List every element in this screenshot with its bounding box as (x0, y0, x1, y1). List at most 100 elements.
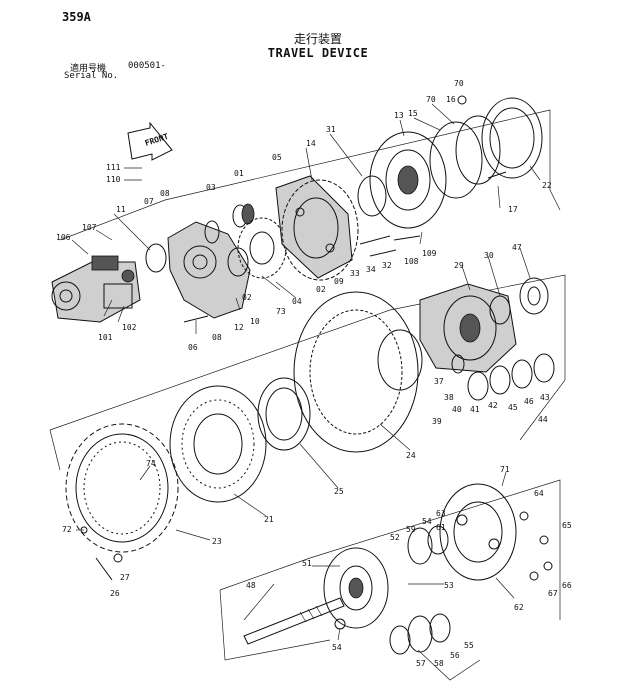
label-70b: 70 (454, 79, 464, 88)
label-12: 12 (234, 323, 244, 332)
label-101: 101 (98, 333, 113, 342)
serial-range: 000501- (128, 61, 166, 71)
label-106: 106 (56, 233, 71, 242)
label-03: 03 (206, 183, 216, 192)
label-26: 26 (110, 589, 120, 598)
label-72: 72 (62, 525, 72, 534)
front-arrow: FRONT (127, 121, 173, 161)
label-111: 111 (106, 163, 121, 172)
serial-label-japanese: 適用号機 (70, 64, 107, 74)
label-23: 23 (212, 537, 222, 546)
label-53: 53 (444, 581, 454, 590)
label-32: 32 (382, 261, 392, 270)
plug-17 (487, 171, 507, 179)
label-08: 08 (160, 189, 170, 198)
label-46: 46 (524, 397, 534, 406)
label-13: 13 (394, 111, 404, 120)
label-73: 73 (276, 307, 286, 316)
label-74: 74 (146, 459, 156, 468)
label-47: 47 (512, 243, 522, 252)
label-34: 34 (366, 265, 376, 274)
label-110: 110 (106, 175, 121, 184)
label-40: 40 (452, 405, 462, 414)
bearing-25 (257, 377, 311, 451)
label-38: 38 (444, 393, 454, 402)
label-27: 27 (120, 573, 130, 582)
label-16: 16 (446, 95, 456, 104)
label-48: 48 (246, 581, 256, 590)
bolt-06 (183, 315, 209, 323)
label-102: 102 (122, 323, 137, 332)
label-10: 10 (250, 317, 260, 326)
label-63: 63 (436, 509, 446, 518)
travel-motor (51, 255, 141, 323)
part-number-labels: 111 110 11 107 106 102 101 07 08 03 01 0… (56, 79, 572, 668)
label-67: 67 (548, 589, 558, 598)
label-57: 57 (416, 659, 426, 668)
carrier-plate (275, 175, 353, 279)
label-70: 70 (426, 95, 436, 104)
assembly-frame-lines (49, 109, 566, 661)
label-37: 37 (434, 377, 444, 386)
label-31: 31 (326, 125, 336, 134)
label-54b: 54 (332, 643, 342, 652)
label-33: 33 (350, 269, 360, 278)
label-04: 04 (292, 297, 302, 306)
label-08b: 08 (212, 333, 222, 342)
bearing-31 (357, 175, 387, 217)
label-51: 51 (302, 559, 312, 568)
label-54: 54 (422, 517, 432, 526)
title-english: TRAVEL DEVICE (267, 46, 369, 60)
pin-assembly (359, 235, 421, 257)
label-39: 39 (432, 417, 442, 426)
o-ring-11 (145, 243, 167, 273)
label-24: 24 (406, 451, 416, 460)
label-07: 07 (144, 197, 154, 206)
flange-21 (169, 385, 267, 503)
label-41: 41 (470, 405, 480, 414)
label-56: 56 (450, 651, 460, 660)
ring-gear-24 (293, 291, 423, 453)
plug-64 (519, 511, 529, 521)
ring-15 (429, 121, 483, 199)
sprocket-23 (65, 423, 179, 553)
label-15: 15 (408, 109, 418, 118)
bolt-65 (539, 535, 549, 545)
label-21: 21 (264, 515, 274, 524)
label-09: 09 (334, 277, 344, 286)
label-17: 17 (508, 205, 518, 214)
label-55: 55 (464, 641, 474, 650)
label-29: 29 (454, 261, 464, 270)
label-107: 107 (82, 223, 97, 232)
serial-label-english: Serial No. (64, 71, 119, 81)
gear-09 (281, 179, 359, 281)
nut-67 (529, 571, 539, 581)
label-43: 43 (540, 393, 550, 402)
leader-lines (71, 103, 541, 681)
housing-29 (419, 283, 517, 373)
planet-gear-assembly-lower (407, 525, 449, 565)
label-64: 64 (534, 489, 544, 498)
sun-gear-51 (323, 547, 389, 629)
label-71: 71 (500, 465, 510, 474)
label-30: 30 (484, 251, 494, 260)
label-52: 52 (390, 533, 400, 542)
label-11: 11 (116, 205, 126, 214)
ring-54 (334, 618, 346, 630)
label-22: 22 (542, 181, 552, 190)
label-44: 44 (538, 415, 548, 424)
title-japanese: 走行装置 (293, 32, 342, 46)
label-42: 42 (488, 401, 498, 410)
label-65: 65 (562, 521, 572, 530)
plug-70 (457, 95, 467, 105)
hub-13 (369, 131, 447, 229)
shaft-48 (243, 597, 345, 645)
bolt-26 (95, 557, 113, 581)
carrier-62 (439, 483, 517, 581)
label-05: 05 (272, 153, 282, 162)
label-02b: 02 (242, 293, 252, 302)
label-14: 14 (306, 139, 316, 148)
planet-gears-bottom (389, 613, 451, 655)
planetary-gears-small (451, 353, 555, 401)
